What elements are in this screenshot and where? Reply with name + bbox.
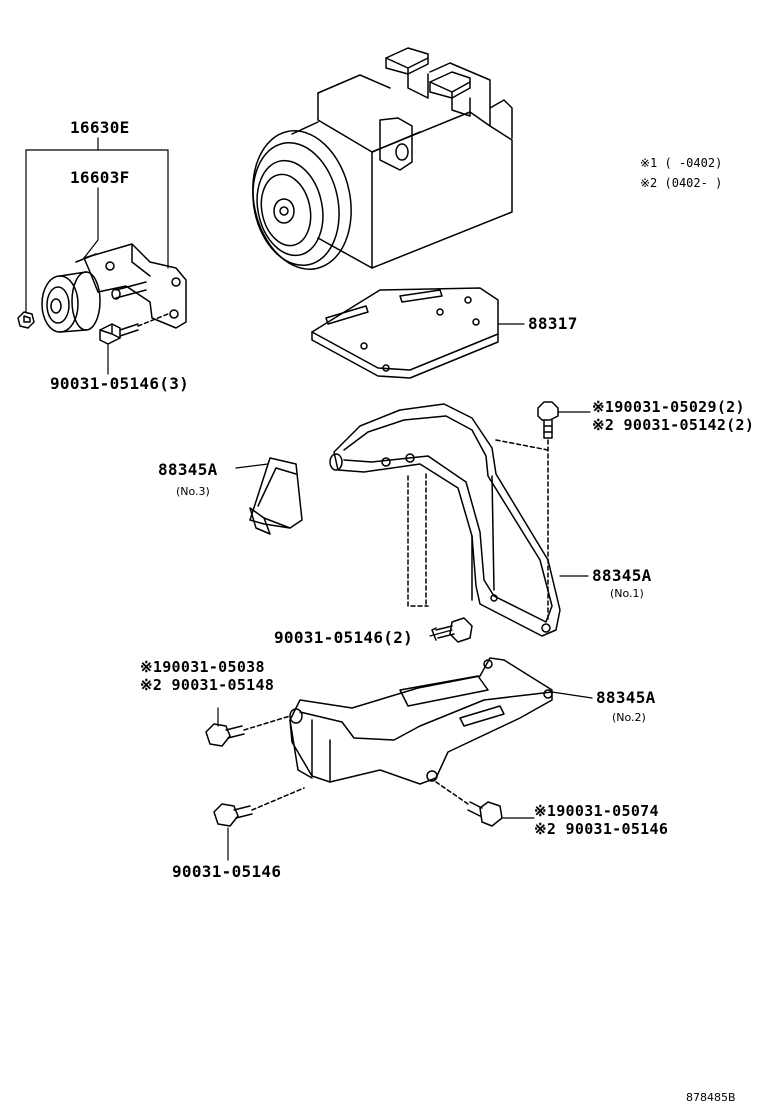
bracket-88345A-no2 <box>289 657 553 785</box>
part-number-88345A-no2[interactable]: 88345A <box>596 688 656 707</box>
bolt-lower-left <box>213 803 253 827</box>
part-number-90031-05146-2[interactable]: 90031-05146(2) <box>274 628 414 647</box>
part-number-bolt-right-1[interactable]: ※190031-05074 <box>534 802 659 820</box>
part-sub-no2: (No.2) <box>612 711 646 724</box>
plate-88317 <box>311 287 499 379</box>
figure-id: 878485B <box>686 1091 736 1104</box>
part-number-bolt-right-2[interactable]: ※2 90031-05146 <box>534 820 669 838</box>
part-number-88345A-no1[interactable]: 88345A <box>592 566 652 585</box>
part-number-bolt-top-2[interactable]: ※2 90031-05142(2) <box>592 416 755 434</box>
idler-pulley-assembly <box>41 243 187 333</box>
part-number-90031-05146-3[interactable]: 90031-05146(3) <box>50 374 190 393</box>
bolt-top <box>537 401 559 439</box>
part-number-88317[interactable]: 88317 <box>528 314 578 333</box>
part-number-bolt-top-1[interactable]: ※190031-05029(2) <box>592 398 745 416</box>
bolt-lower-right <box>467 801 503 827</box>
part-number-bolt-left-1[interactable]: ※190031-05038 <box>140 658 265 676</box>
part-number-88345A-no3[interactable]: 88345A <box>158 460 218 479</box>
bracket-88345A-no1 <box>329 403 561 637</box>
idler-bolt <box>99 323 139 345</box>
part-number-90031-05146[interactable]: 90031-05146 <box>172 862 282 881</box>
compressor <box>252 47 513 270</box>
leader-lines <box>25 137 593 861</box>
bolt-mid <box>431 617 473 643</box>
part-sub-no3: (No.3) <box>176 485 210 498</box>
applicability-note-1: ※1 ( -0402) <box>640 156 723 170</box>
part-sub-no1: (No.1) <box>610 587 644 600</box>
part-number-16603F[interactable]: 16603F <box>70 168 130 187</box>
part-number-bolt-left-2[interactable]: ※2 90031-05148 <box>140 676 275 694</box>
bolt-left <box>205 723 245 747</box>
applicability-note-2: ※2 (0402- ) <box>640 176 723 190</box>
part-number-16630E[interactable]: 16630E <box>70 118 130 137</box>
nut-icon <box>17 311 35 329</box>
bracket-88345A-no3 <box>249 457 303 535</box>
